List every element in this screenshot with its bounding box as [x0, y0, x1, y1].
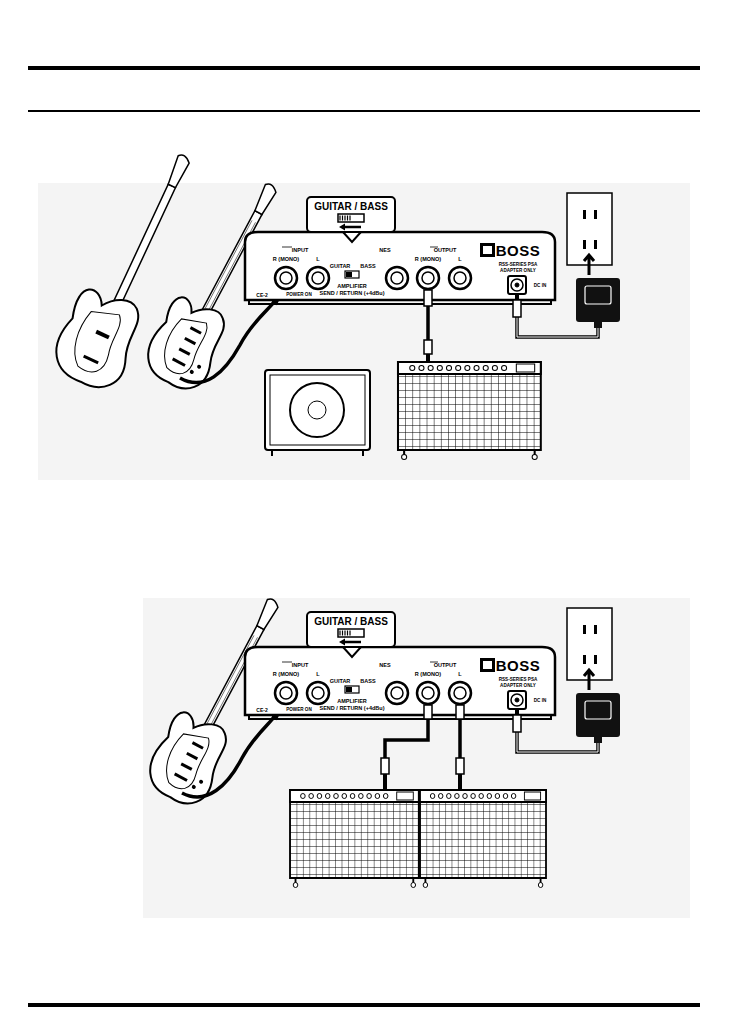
- panel-label: R (MONO): [415, 256, 441, 262]
- brand-logo: BOSS: [496, 243, 541, 259]
- panel-label: ADAPTER ONLY: [500, 268, 536, 274]
- panel-label: SEND / RETURN (+4dBu): [320, 705, 385, 711]
- panel-label: POWER ON: [286, 292, 312, 298]
- panel-label: ADAPTER ONLY: [500, 683, 536, 689]
- panel-label: RSS-SERIES PSA: [499, 677, 538, 683]
- panel-label: R (MONO): [273, 671, 299, 677]
- panel-label: CE-2: [256, 292, 267, 298]
- panel-label: L: [316, 256, 319, 262]
- switch-label: GUITAR / BASS: [308, 198, 394, 213]
- callout-box: GUITAR / BASS: [306, 196, 396, 233]
- panel-label: INPUT: [292, 662, 309, 668]
- panel-label: OUTPUT: [434, 247, 457, 253]
- panel-label: BASS: [360, 678, 375, 684]
- panel-label: R (MONO): [273, 256, 299, 262]
- panel-label: OUTPUT: [434, 662, 457, 668]
- panel-label: RSS-SERIES PSA: [499, 262, 538, 268]
- panel-label: GUITAR: [330, 263, 351, 269]
- panel-label: INPUT: [292, 247, 309, 253]
- panel-label: CE-2: [256, 707, 267, 713]
- panel-label: SEND / RETURN (+4dBu): [320, 290, 385, 296]
- panel-label: L: [458, 671, 461, 677]
- panel-label: DC IN: [534, 283, 547, 289]
- panel-label: L: [316, 671, 319, 677]
- panel-label: POWER ON: [286, 707, 312, 713]
- brand-logo: BOSS: [496, 658, 541, 674]
- panel-label: BASS: [360, 263, 375, 269]
- panel-label: AMPLIFIER: [337, 283, 367, 289]
- panel-label: DC IN: [534, 698, 547, 704]
- panel-label: NES: [379, 662, 390, 668]
- panel-label: AMPLIFIER: [337, 698, 367, 704]
- panel-label: NES: [379, 247, 390, 253]
- panel-label: L: [458, 256, 461, 262]
- switch-label: GUITAR / BASS: [308, 613, 394, 628]
- panel-label: R (MONO): [415, 671, 441, 677]
- callout-box: GUITAR / BASS: [306, 611, 396, 648]
- panel-label: GUITAR: [330, 678, 351, 684]
